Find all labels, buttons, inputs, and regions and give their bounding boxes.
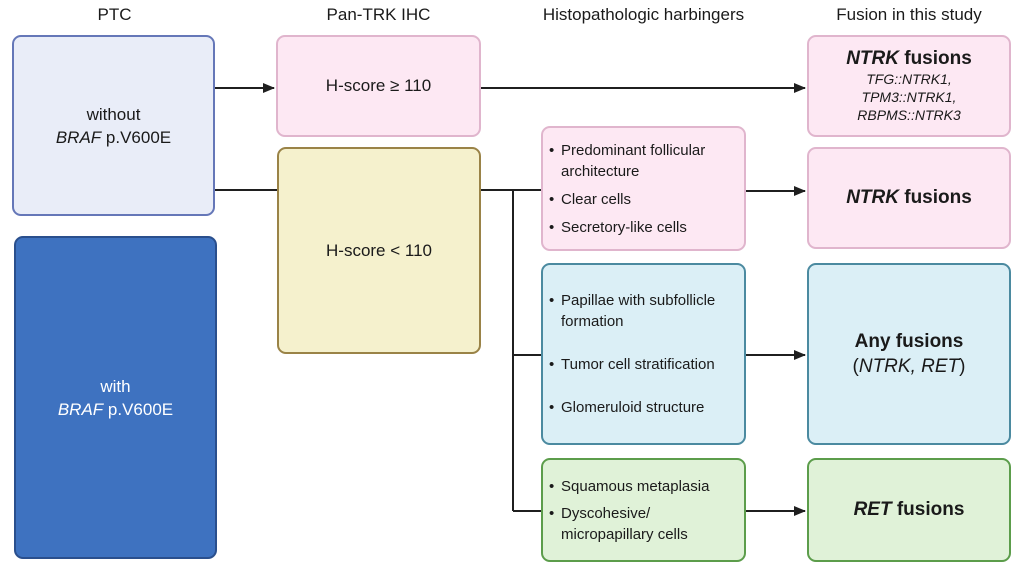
harbinger-item: •Squamous metaplasia: [549, 477, 710, 495]
ptc-with-label: with: [100, 376, 131, 396]
ptc-with-gene-line: BRAF p.V600E: [58, 398, 173, 421]
any-fusions-box: Any fusions (NTRK, RET): [807, 263, 1011, 445]
ret-harbingers-box: •Squamous metaplasia •Dyscohesive/ micro…: [541, 458, 746, 562]
ntrk-fusions-high-box: NTRK fusions TFG::NTRK1, TPM3::NTRK1, RB…: [807, 35, 1011, 137]
ntrk-harbingers-box: •Predominant follicular architecture •Cl…: [541, 126, 746, 251]
ret-fusions-box: RET fusions: [807, 458, 1011, 562]
harbinger-item: •Predominant follicular architecture: [549, 141, 706, 180]
ptc-with-braf-box: with BRAF p.V600E: [14, 236, 217, 559]
fusion-partner: TPM3::NTRK1,: [861, 89, 957, 105]
fusion-partner: RBPMS::NTRK3: [857, 107, 961, 123]
braf-gene-name: BRAF: [55, 127, 102, 147]
ntrk-fusions-title: NTRK fusions: [846, 187, 972, 208]
braf-variant: p.V600E: [101, 127, 172, 147]
hscore-low-box: H-score < 110: [277, 147, 481, 354]
header-pan-trk-ihc: Pan-TRK IHC: [326, 5, 431, 24]
fusion-partner: TFG::NTRK1,: [866, 71, 952, 87]
hscore-high-box: H-score ≥ 110: [276, 35, 481, 137]
any-fusions-genes: (NTRK, RET): [852, 356, 966, 377]
harbinger-item: •Secretory-like cells: [549, 218, 687, 236]
harbinger-item: •Dyscohesive/ micropapillary cells: [549, 504, 688, 543]
ret-fusions-title: RET fusions: [853, 499, 965, 520]
header-fusion-in-this-study: Fusion in this study: [836, 5, 982, 24]
hscore-high-label: H-score ≥ 110: [325, 76, 432, 95]
ntrk-fusions-title: NTRK fusions: [846, 48, 972, 69]
harbinger-item: •Tumor cell stratification: [549, 356, 715, 373]
harbinger-item: •Papillae with subfollicle formation: [549, 292, 716, 330]
any-fusion-harbingers-box: •Papillae with subfollicle formation •Tu…: [541, 263, 746, 445]
braf-gene-name: BRAF: [57, 399, 104, 419]
hscore-low-label: H-score < 110: [326, 240, 432, 260]
braf-variant: p.V600E: [103, 399, 174, 419]
ptc-without-gene-line: BRAF p.V600E: [56, 126, 171, 149]
harbinger-item: •Clear cells: [549, 190, 632, 208]
header-ptc: PTC: [97, 5, 132, 24]
harbinger-item: •Glomeruloid structure: [549, 399, 705, 416]
ntrk-fusions-box: NTRK fusions: [807, 147, 1011, 249]
any-fusions-title: Any fusions: [854, 331, 964, 352]
header-histopathologic-harbingers: Histopathologic harbingers: [542, 5, 745, 24]
ptc-without-label: without: [86, 104, 141, 124]
ptc-without-braf-box: without BRAF p.V600E: [12, 35, 215, 216]
